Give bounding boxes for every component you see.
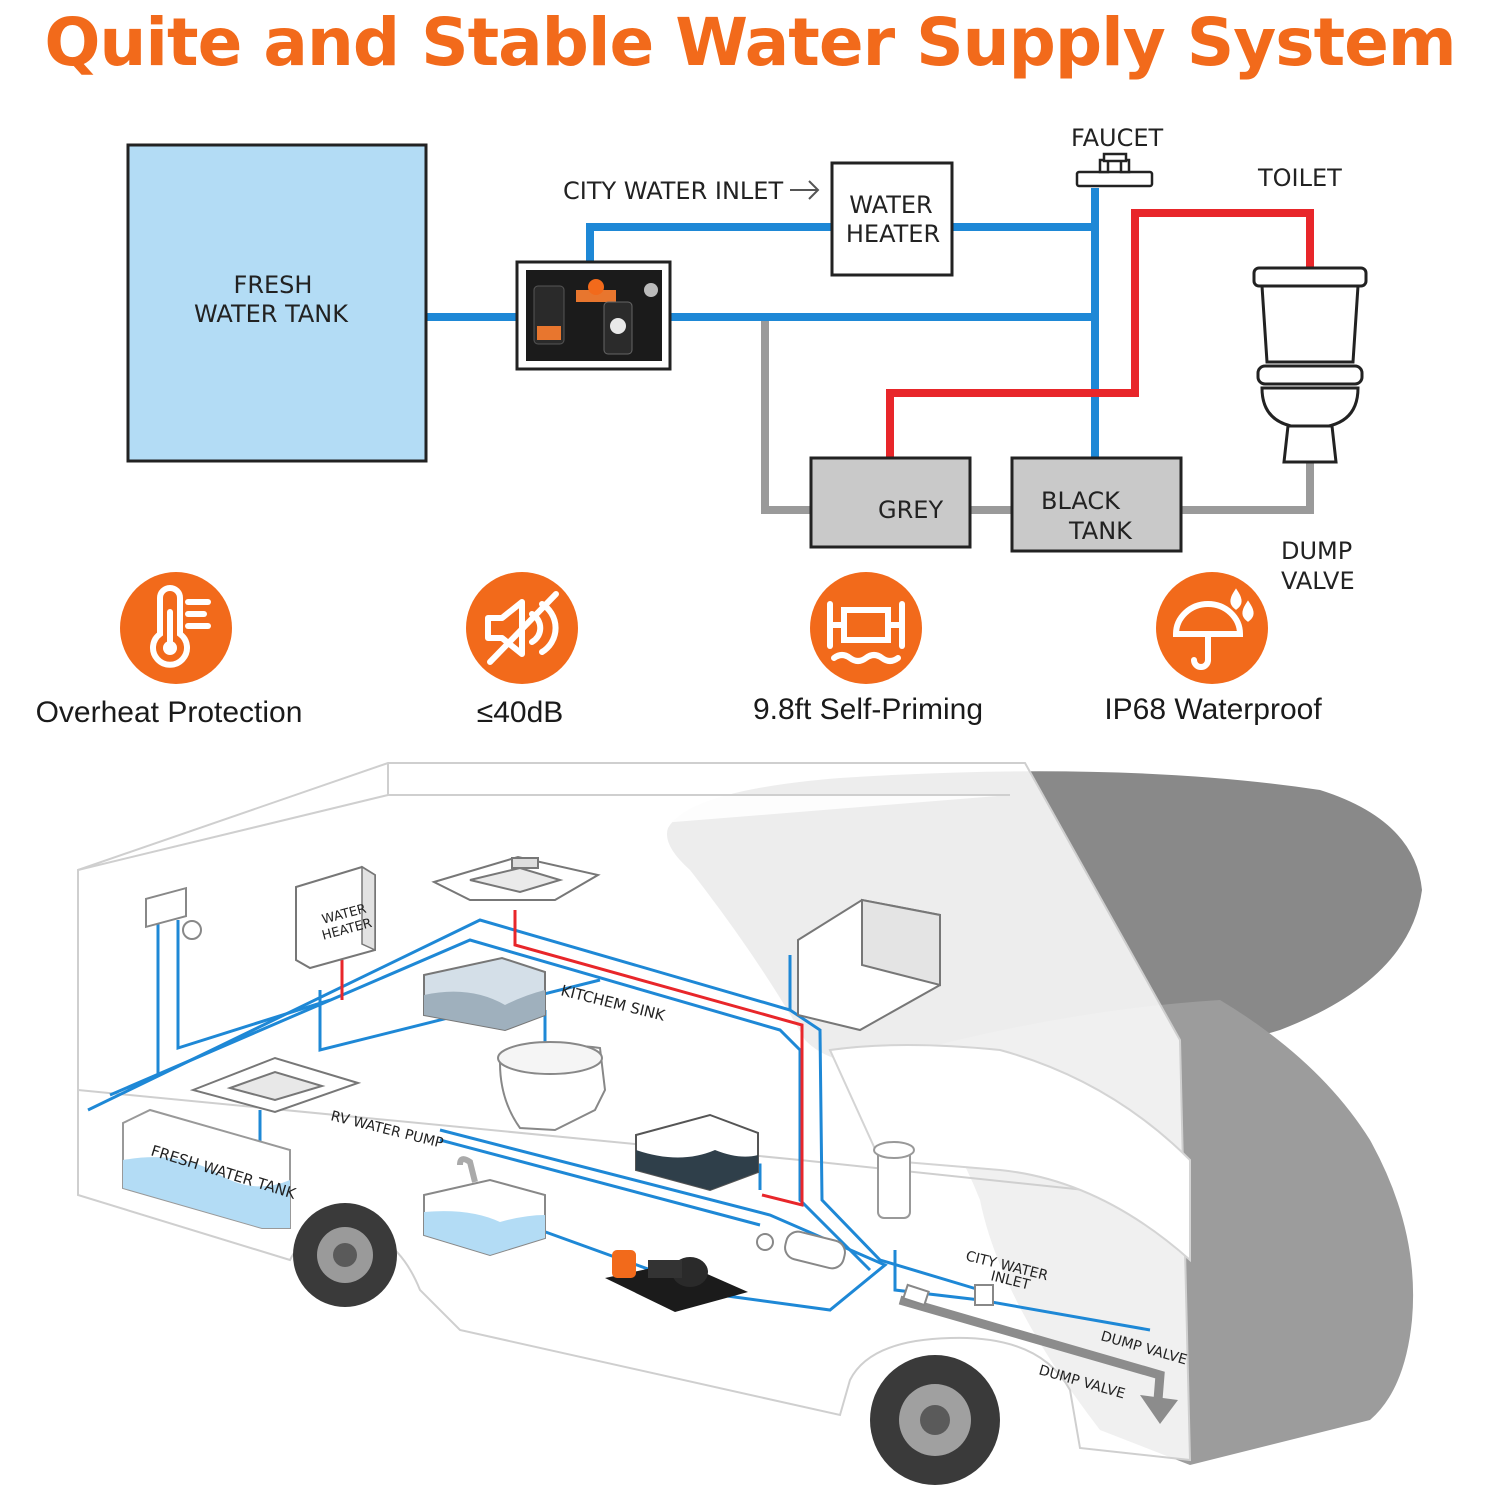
city-water-inlet-label: CITY WATER INLET — [563, 177, 783, 205]
wheel-rear-icon — [293, 1203, 397, 1307]
feature-icon-waterproof — [1156, 572, 1268, 684]
rv-hot-water-pipes — [340, 910, 804, 1207]
rv-cabinet-box — [797, 898, 941, 1032]
feature-label-self-priming: 9.8ft Self-Priming — [752, 693, 984, 726]
feature-label-overheat: Overheat Protection — [35, 696, 303, 729]
feature-label-waterproof: IP68 Waterproof — [1104, 693, 1322, 726]
feature-icon-noise — [466, 572, 578, 684]
toilet-label: TOILET — [1257, 164, 1342, 192]
water-heater-box — [830, 161, 954, 277]
black-tank-label-1: BLACK — [1041, 487, 1121, 515]
toilet-icon — [1252, 266, 1368, 464]
grey-tank — [809, 456, 972, 549]
feature-icon-self-priming — [810, 572, 922, 684]
water-heater-label-2: HEATER — [846, 220, 940, 248]
rv-toilet-icon — [497, 1041, 607, 1132]
rv-city-water-canister — [873, 1141, 915, 1219]
pump-unit-image — [515, 260, 672, 371]
rv-pump-unit — [605, 1250, 748, 1312]
rv-inlet-valve — [902, 1283, 994, 1307]
fresh-water-tank — [126, 143, 428, 463]
rv-bathroom-sink — [189, 1056, 362, 1114]
wheel-front-icon — [870, 1355, 1000, 1485]
black-tank — [1010, 456, 1183, 553]
feature-icon-overheat — [120, 572, 232, 684]
arrow-right-icon — [790, 180, 820, 200]
water-heater-label-1: WATER — [849, 191, 932, 219]
rv-kitchen-sink-top — [431, 855, 601, 901]
fresh-water-tank-label-1: FRESH — [234, 271, 313, 299]
hot-water-pipes — [886, 209, 1314, 458]
pump-water-icon — [827, 601, 905, 664]
rv-water-heater: WATER HEATER — [295, 865, 376, 970]
rv-filter — [756, 1230, 846, 1270]
fresh-water-tank-label-2: WATER TANK — [194, 300, 349, 328]
cold-water-pipes — [426, 188, 1099, 458]
dump-valve-label-1: DUMP — [1281, 537, 1352, 565]
page-title: Quite and Stable Water Supply System — [44, 4, 1456, 81]
umbrella-rain-icon — [1172, 588, 1254, 670]
rv-tank-small — [423, 1156, 546, 1257]
grey-tank-label: GREY — [878, 496, 943, 524]
faucet-icon — [1075, 152, 1154, 188]
shower-icon — [145, 886, 202, 940]
rv-black-tank — [635, 1113, 759, 1192]
rv-fresh-water-tank: FRESH WATER TANK — [122, 1108, 299, 1229]
mute-sound-icon — [485, 591, 559, 665]
waste-pipes — [761, 320, 1314, 514]
schematic-diagram: FRESH WATER TANK CITY WATER INLET WATER … — [126, 124, 1368, 595]
thermometer-icon — [150, 585, 211, 668]
dump-arrow-icon — [1140, 1395, 1178, 1424]
dump-valve-label-2: VALVE — [1281, 567, 1355, 595]
black-tank-label-2: TANK — [1068, 517, 1133, 545]
faucet-label: FAUCET — [1071, 124, 1164, 152]
rv-cutaway-diagram: WATER HEATER KITCHEM SINK FRESH WATER TA… — [77, 762, 1422, 1485]
feature-label-noise: ≤40dB — [476, 696, 564, 729]
rv-dump-pipe — [898, 1295, 1165, 1401]
rv-grey-tank — [423, 956, 546, 1032]
